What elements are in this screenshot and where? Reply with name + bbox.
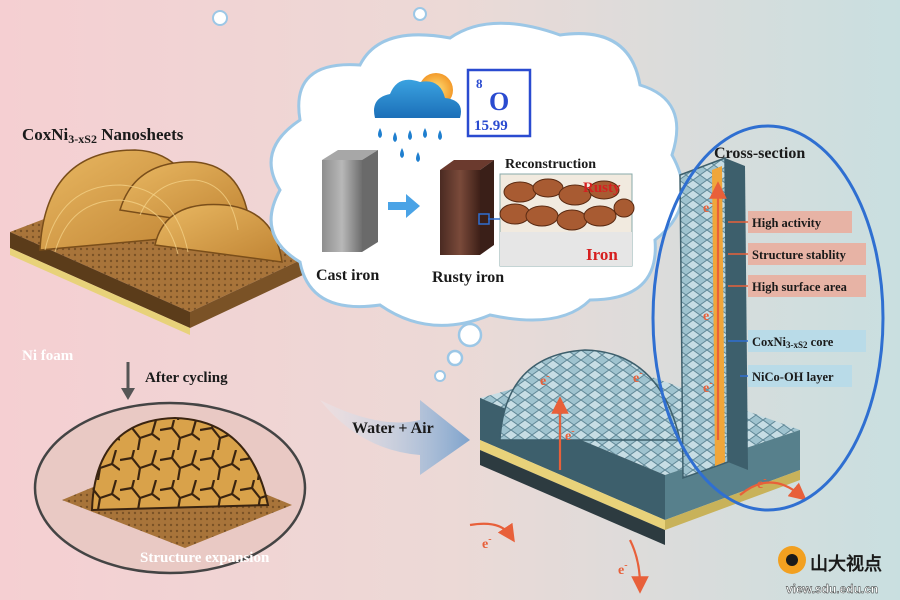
cross-section-label: Cross-section [714,145,805,162]
feature-box-3 [748,275,866,297]
watermark-url: view.sdu.edu.cn [786,582,878,596]
svg-text:e-: e- [482,534,492,552]
feature-high-surface-area: High surface area [752,280,848,294]
nanosheets-title: CoxNi3-xS2 Nanosheets [22,125,184,146]
oxygen-symbol: O [489,87,509,116]
feature-high-activity: High activity [752,216,822,230]
svg-text:e-: e- [618,560,628,578]
svg-text:e-: e- [703,306,713,324]
core-box [748,330,866,352]
rusty-iron-label: Rusty iron [432,269,504,286]
ni-foam-label: Ni foam [22,348,74,364]
svg-text:e-: e- [540,371,550,389]
electron-labels: e- e- e- e- e- e- e- e- e- [482,198,767,578]
thought-bubble-large [457,322,483,348]
feature-box-1 [748,211,852,233]
feature-structure-stability: Structure stablity [752,248,847,262]
feature-box-2 [748,243,866,265]
structure-expansion-label: Structure expansion [140,550,270,566]
oxygen-atomic-weight: 15.99 [474,118,508,134]
svg-text:e-: e- [703,378,713,396]
nanosheet-domes [39,149,283,263]
reconstruction-label: Reconstruction [505,157,596,172]
feature-labels: High activity Structure stablity High su… [728,211,866,387]
cast-iron-block [322,150,378,252]
iron-label: Iron [586,245,618,264]
svg-text:e-: e- [565,426,575,444]
svg-text:e-: e- [703,198,713,216]
svg-text:e-: e- [633,368,643,386]
core-label: CoxNi3-xS2 core [752,335,834,350]
thought-bubble-top [212,10,228,26]
svg-text:e-: e- [757,474,767,492]
water-air-arrow [320,400,470,475]
thought-bubble-small [434,370,446,382]
cross-section-ellipse [651,124,885,512]
water-air-label: Water + Air [352,420,434,437]
layer-box [748,365,852,387]
thought-bubble-medium [446,349,464,367]
down-arrow-head [121,388,135,400]
watermark-brand: 山大视点 [810,553,882,574]
left-panel: CoxNi3-xS2 Nanosheets Ni foam After cycl… [10,125,307,575]
rain-cloud-sun-icon [374,73,461,162]
watermark: 山大视点 view.sdu.edu.cn [778,546,882,596]
rusty-label: Rusty [583,180,621,196]
cast-iron-label: Cast iron [316,267,379,284]
cracked-sheet [62,416,292,548]
thought-bubble-top-right [413,7,427,21]
reconstruction-inset [488,173,635,267]
layer-label: NiCo-OH layer [752,370,834,384]
rusty-iron-block [440,160,494,255]
oxygen-mass-number: 8 [476,76,483,91]
mesh-structure [480,156,800,545]
conversion-arrow [388,194,420,218]
after-cycling-label: After cycling [145,370,228,386]
electron-arrows [469,181,807,594]
oxygen-element-box: 8 O 15.99 [466,68,532,138]
